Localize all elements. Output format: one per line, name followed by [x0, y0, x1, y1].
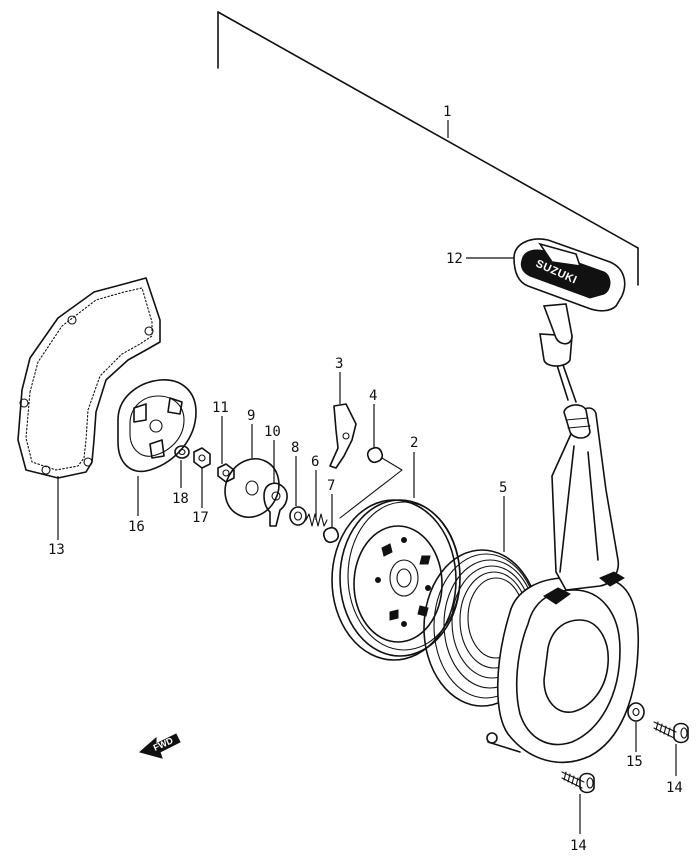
- assembly-bracket: [217, 11, 639, 286]
- callout-7: 7: [327, 478, 335, 494]
- callout-1: 1: [443, 104, 451, 120]
- assembly-guides: [339, 457, 403, 519]
- callout-9: 9: [247, 408, 255, 424]
- bolt-14-bottom: [561, 771, 595, 794]
- callout-4: 4: [369, 388, 377, 404]
- callout-13: 13: [48, 542, 65, 558]
- callout-10: 10: [264, 424, 281, 440]
- callout-14a: 14: [666, 780, 683, 796]
- callout-15: 15: [626, 754, 643, 770]
- washer-18: [174, 445, 190, 459]
- washer-8: [289, 506, 307, 526]
- bolt-14-right: [653, 721, 689, 744]
- callout-12: 12: [446, 251, 463, 267]
- callout-3: 3: [335, 356, 343, 372]
- starter-housing: [486, 407, 640, 764]
- gasket-part: [17, 277, 161, 479]
- callout-18: 18: [172, 491, 189, 507]
- nut-11: [217, 463, 235, 483]
- fwd-arrow-icon: FWD: [138, 733, 181, 759]
- callout-5: 5: [499, 480, 507, 496]
- callout-17: 17: [192, 510, 209, 526]
- starter-handle-12: SUZUKI: [513, 238, 626, 367]
- callout-labels: 1 2 3 4 5 6 7 8 9 10 11 12 13 14 14 15 1…: [48, 104, 683, 854]
- collar-7: [322, 526, 340, 544]
- callout-11: 11: [212, 400, 229, 416]
- rope-reel-2: [331, 499, 461, 661]
- washer-15: [627, 702, 645, 722]
- callout-2: 2: [410, 435, 418, 451]
- ratchet-cup-part: [117, 379, 197, 473]
- callout-14b: 14: [570, 838, 587, 854]
- nut-17: [193, 447, 211, 469]
- callout-8: 8: [291, 440, 299, 456]
- starter-rope: [555, 361, 577, 403]
- callout-6: 6: [311, 454, 319, 470]
- pawl-10: [263, 482, 288, 527]
- rope-grommet: [563, 404, 591, 439]
- leader-lines: [57, 257, 677, 834]
- pawl-lever-3: [329, 403, 357, 469]
- callout-16: 16: [128, 519, 145, 535]
- pin-4: [366, 446, 384, 464]
